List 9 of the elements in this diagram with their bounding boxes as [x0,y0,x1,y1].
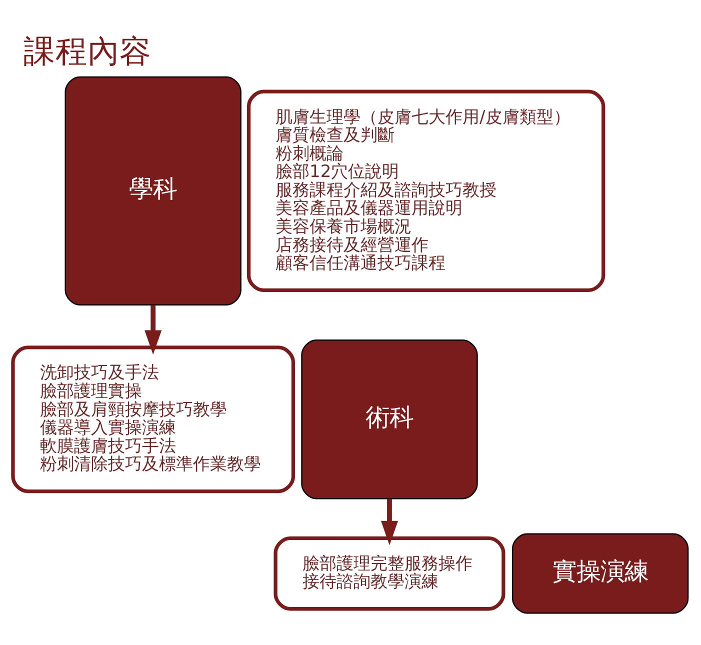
node-box: 洗卸技巧及手法 臉部護理實操 臉部及肩頸按摩技巧教學 儀器導入實操演練 軟膜護膚技巧手法 粉刺清除技巧及標準作業教學 [11,346,296,494]
node-box: 肌膚生理學（皮膚七大作用/皮膚類型） 膚質檢查及判斷 粉刺概論 臉部12穴位說明 服務課程介紹及諮詢技巧教授 美容產品及儀器運用說明 美容保養市場概況 店務接待及經營運作 顧客信任溝通技巧課程 [246,90,606,292]
diagram-title: 課程內容 [23,34,152,70]
node-box: 臉部護理完整服務操作 接待諮詢教學演練 [274,536,506,611]
arrow [144,305,162,355]
arrow [380,498,398,546]
node-box: 學科 [64,76,242,306]
node-box: 實操演練 [512,533,689,614]
node-box: 術科 [301,340,478,500]
